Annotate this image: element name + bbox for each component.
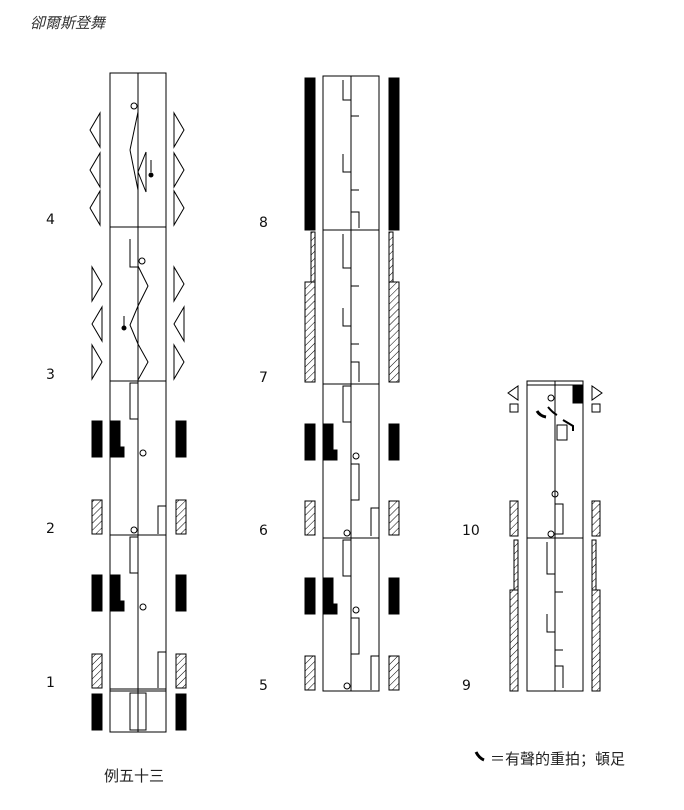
staff-2 [304,75,400,692]
hatched-block [175,653,187,689]
hatched-block [591,539,597,591]
hatched-block [509,500,519,537]
accent-mark-icon [474,751,485,762]
hatched-block [388,231,394,283]
solid-block [91,420,103,458]
measure-number: 9 [462,678,471,694]
measure-number: 5 [259,678,268,694]
hatched-block [388,655,400,691]
solid-block [304,77,316,231]
hatched-block [388,281,400,383]
side-triangle [507,385,519,401]
hatched-block [91,653,103,689]
side-triangle [91,343,103,381]
hatched-block [388,500,400,536]
staff-1 [89,72,187,733]
measure-number: 10 [462,523,480,539]
small-box [509,403,519,413]
measure-number: 6 [259,523,268,539]
hatched-block [304,500,316,536]
hatched-block [509,589,519,692]
solid-block [175,420,187,458]
solid-block [322,577,338,615]
measure-number: 1 [46,675,55,691]
hatched-block [591,589,601,692]
solid-block [322,423,338,461]
measure-number: 2 [46,521,55,537]
solid-block [388,77,400,231]
side-triangle [89,151,101,189]
inner-triangle [129,305,139,345]
solid-block [304,423,316,461]
side-triangle [173,265,185,303]
solid-block [175,693,187,731]
solid-block [175,574,187,612]
solid-block [109,574,125,612]
staff-3 [507,380,603,692]
hatched-block [310,231,316,283]
hatched-block [304,281,316,383]
hatched-block [91,499,103,535]
solid-block [91,574,103,612]
side-triangle [91,265,103,303]
side-triangle [91,305,103,343]
solid-block [572,384,584,404]
solid-block [388,423,400,461]
side-triangle [173,189,185,227]
small-box [591,403,601,413]
measure-number: 3 [46,367,55,383]
measure-number: 8 [259,215,268,231]
legend-text: ＝有聲的重拍；頓足 [490,750,626,768]
legend: ＝有聲的重拍；頓足 [490,748,625,769]
solid-block [304,577,316,615]
hatched-block [175,499,187,535]
hatched-block [304,655,316,691]
side-triangle [173,151,185,189]
inner-triangle [137,342,149,382]
measure-number: 4 [46,212,55,228]
hatched-block [513,539,519,591]
side-triangle [89,111,101,149]
solid-block [109,420,125,458]
page-title: 卻爾斯登舞 [30,14,106,32]
side-triangle [173,111,185,149]
figure-caption: 例五十三 [104,767,165,785]
side-triangle [173,305,185,343]
solid-block [91,693,103,731]
hatched-block [591,500,601,537]
side-triangle [591,385,603,401]
side-triangle [89,189,101,227]
inner-triangle [137,265,149,307]
measure-number: 7 [259,370,268,386]
solid-block [388,577,400,615]
inner-triangle [137,151,147,193]
side-triangle [173,343,185,381]
